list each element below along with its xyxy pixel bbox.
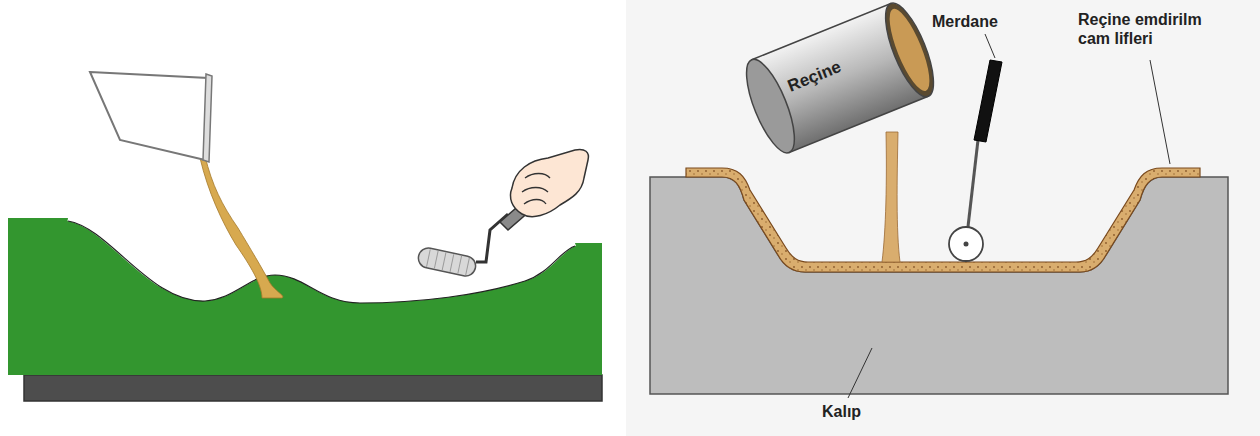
roller-wheel (949, 227, 983, 261)
paint-roller (417, 246, 478, 278)
leader-line (1150, 60, 1170, 164)
roller-handle (974, 60, 1002, 142)
mold-block (650, 177, 1228, 394)
resin-stream (882, 132, 900, 262)
part-label: Kalıp (822, 402, 912, 421)
part-label: Reçine emdirilm cam lifleri (1078, 10, 1238, 48)
part-label: Merdane (932, 12, 1042, 31)
left-illustration (8, 72, 602, 401)
base-plate (24, 375, 602, 401)
leader-line (848, 348, 872, 398)
resin-impregnated-fibers (686, 168, 1200, 272)
green-mold (8, 218, 602, 375)
right-illustration (626, 0, 1260, 436)
laminate-edge (68, 221, 575, 303)
hand-fingers (522, 174, 550, 205)
panel-ground (626, 0, 1260, 436)
cup-rim (203, 74, 212, 162)
roller-axle (964, 242, 969, 247)
cup (90, 72, 208, 160)
leader-line (985, 34, 995, 58)
resin-stream (200, 156, 283, 298)
resin-bucket (737, 0, 943, 158)
hand (510, 149, 588, 216)
